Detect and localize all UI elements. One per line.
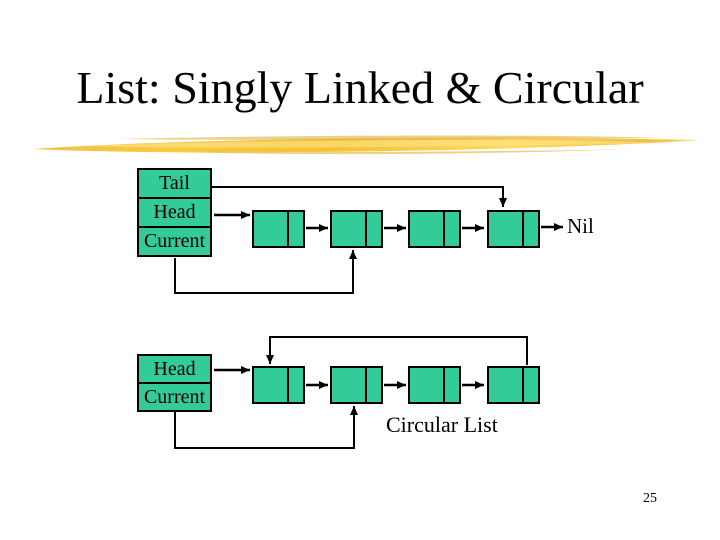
slide-title: List: Singly Linked & Circular (76, 62, 644, 113)
node-pointer-cell (445, 368, 459, 402)
node-cell-divider (443, 212, 445, 246)
highlight-brush-stroke (32, 135, 700, 155)
node-cell-divider (522, 368, 524, 402)
current-link-line (174, 406, 358, 449)
bottom-pointer-box: Head Current (137, 354, 212, 412)
list-node (487, 366, 540, 404)
list-node (330, 366, 383, 404)
node-cell-divider (365, 212, 367, 246)
page-number: 25 (643, 491, 657, 506)
nil-label: Nil (567, 214, 594, 238)
node-data-cell (254, 212, 287, 246)
list-node (408, 210, 461, 248)
pointer-label-tail: Tail (159, 172, 190, 194)
node-data-cell (254, 368, 287, 402)
list-node (487, 210, 540, 248)
node-data-cell (332, 212, 365, 246)
node-data-cell (489, 212, 522, 246)
node-pointer-cell (289, 368, 303, 402)
top-pointer-box: Tail Head Current (137, 168, 212, 257)
node-data-cell (489, 368, 522, 402)
node-cell-divider (522, 212, 524, 246)
list-node (252, 366, 305, 404)
circular-list-caption: Circular List (386, 412, 498, 437)
node-cell-divider (287, 212, 289, 246)
node-data-cell (332, 368, 365, 402)
node-pointer-cell (367, 368, 381, 402)
node-data-cell (410, 212, 443, 246)
tail-link-line (212, 186, 507, 207)
node-pointer-cell (524, 212, 538, 246)
list-node (330, 210, 383, 248)
node-data-cell (410, 368, 443, 402)
node-cell-divider (287, 368, 289, 402)
pointer-label-head: Head (153, 357, 196, 380)
node-pointer-cell (367, 212, 381, 246)
node-cell-divider (443, 368, 445, 402)
brush-dark-streak (118, 135, 664, 155)
node-pointer-cell (445, 212, 459, 246)
circular-link-line (266, 336, 528, 365)
node-pointer-cell (524, 368, 538, 402)
pointer-label-head: Head (139, 197, 210, 226)
node-cell-divider (365, 368, 367, 402)
list-node (252, 210, 305, 248)
pointer-label-current: Current (139, 382, 210, 410)
list-node (408, 366, 461, 404)
node-pointer-cell (289, 212, 303, 246)
brush-light-streak (76, 140, 676, 148)
pointer-label-current: Current (139, 226, 210, 255)
